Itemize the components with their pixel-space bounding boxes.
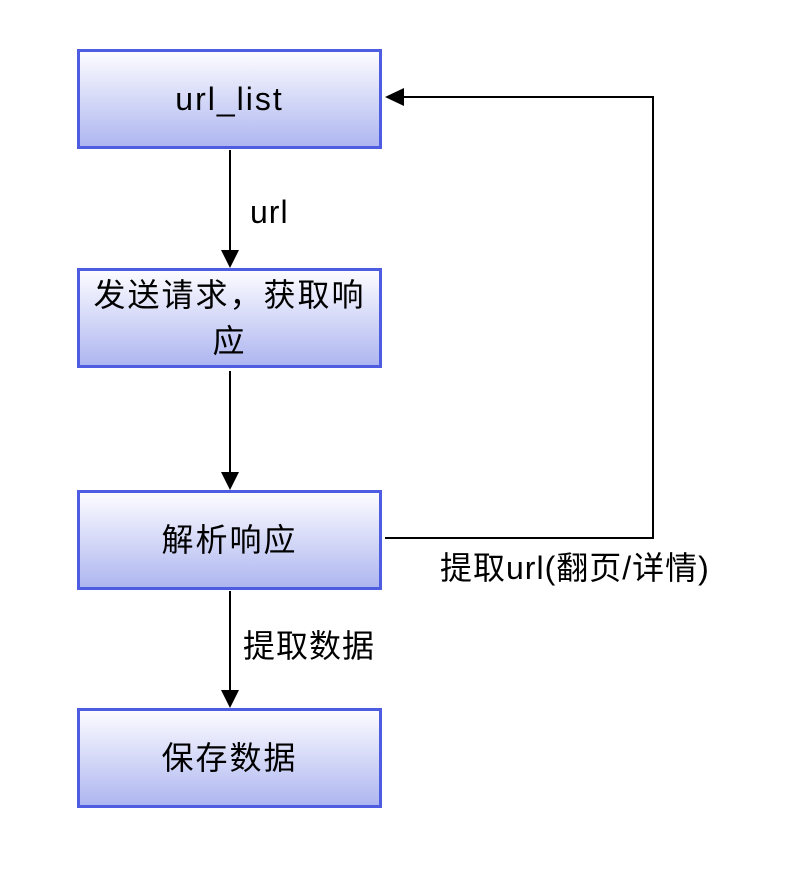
edge-label-extract-url: 提取url(翻页/详情) [440,550,710,586]
arrowhead-down-icon [221,250,239,268]
edge-label-url: url [250,194,289,230]
node-send-request: 发送请求，获取响应 [77,268,382,368]
edge-parse-response-to-save-data [221,591,239,708]
node-label: 保存数据 [161,739,298,776]
edge-url-list-to-send-request [221,150,239,268]
node-url-list: url_list [77,49,382,149]
edge-send-request-to-parse-response [221,371,239,490]
node-save-data: 保存数据 [77,708,382,808]
node-label: url_list [175,80,284,117]
node-parse-response: 解析响应 [77,490,382,590]
edge-label-extract-data: 提取数据 [243,628,376,664]
node-label: 发送请求，获取响应 [93,276,366,359]
arrowhead-left-icon [385,88,404,106]
arrowhead-down-icon [221,472,239,490]
edge-parse-response-to-url-list [385,88,654,539]
node-label: 解析响应 [161,521,298,558]
arrowhead-down-icon [221,690,239,708]
